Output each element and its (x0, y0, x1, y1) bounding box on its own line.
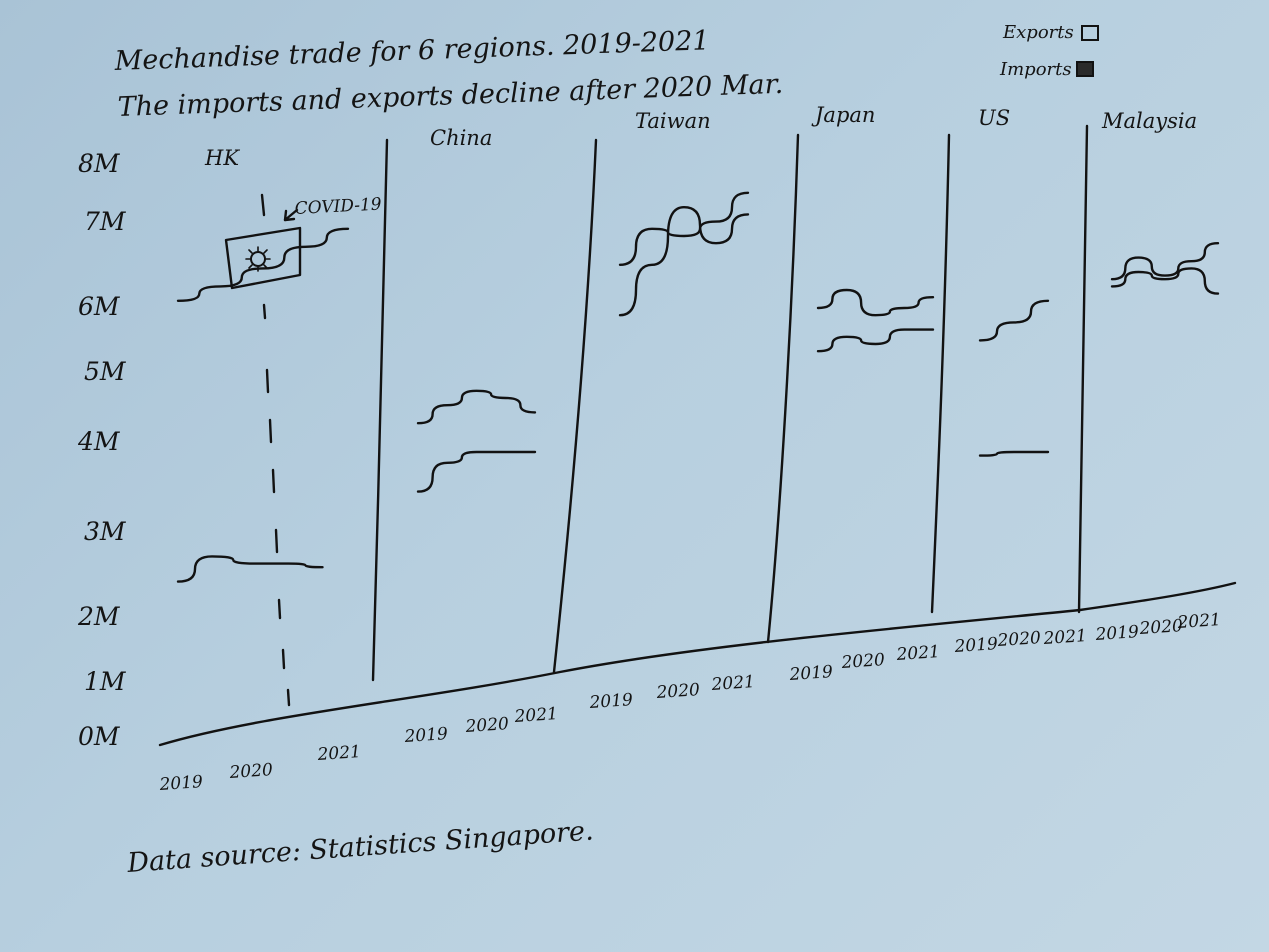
series-line-china-2 (416, 450, 537, 493)
region-label-us: US (978, 106, 1010, 130)
year-label: 2019 (953, 634, 999, 657)
year-label: 2020 (655, 680, 701, 703)
covid-annotation: COVID-19 (224, 193, 382, 707)
y-tick-label: 5M (84, 357, 127, 386)
series-line-china-1 (416, 389, 537, 425)
region-label-hk: HK (204, 146, 240, 170)
y-axis-tick-labels: 0M 1M 2M 3M 4M 5M 6M 7M 8M (77, 149, 127, 751)
panel-divider-1 (371, 138, 389, 682)
panel-divider-5 (1077, 124, 1089, 614)
series-line-us-1 (978, 299, 1050, 342)
panel-divider-3 (766, 133, 800, 644)
year-label: 2020 (1138, 616, 1184, 639)
series-line-hk-1 (176, 227, 350, 302)
virus-box (224, 226, 302, 290)
virus-icon (245, 246, 271, 272)
year-label: 2021 (710, 672, 756, 695)
chart-title: Mechandise trade for 6 regions. 2019-202… (113, 25, 710, 77)
legend: Exports Imports (999, 22, 1099, 80)
panel-divider-2 (552, 138, 598, 674)
year-label: 2021 (1042, 626, 1088, 649)
series-lines (176, 191, 1220, 583)
series-line-us-2 (978, 450, 1050, 457)
y-tick-label: 4M (77, 427, 121, 456)
year-label: 2019 (403, 724, 449, 747)
region-label-china: China (430, 126, 492, 150)
legend-imports-label: Imports (999, 59, 1072, 80)
legend-imports-swatch (1076, 61, 1094, 77)
annotation-arrow (283, 208, 299, 222)
y-tick-label: 3M (84, 517, 127, 546)
year-label: 2020 (840, 650, 886, 673)
region-label-taiwan: Taiwan (635, 109, 711, 133)
annotation-tick-top (260, 193, 266, 217)
y-tick-label: 0M (78, 722, 121, 751)
annotation-label: COVID-19 (294, 194, 382, 219)
region-labels: HK China Taiwan Japan US Malaysia (204, 103, 1197, 170)
year-label: 2021 (513, 704, 559, 727)
year-label: 2019 (1094, 622, 1140, 645)
covid-dashed-marker (262, 303, 291, 707)
region-label-japan: Japan (811, 103, 875, 127)
series-line-malaysia-1 (1110, 267, 1220, 295)
year-label: 2019 (158, 772, 204, 795)
region-label-malaysia: Malaysia (1101, 109, 1197, 133)
annotation-arrowhead (283, 209, 296, 222)
year-label: 2021 (316, 742, 362, 765)
y-tick-label: 7M (84, 207, 127, 236)
y-tick-label: 8M (78, 149, 121, 178)
year-label: 2019 (788, 662, 834, 685)
year-label: 2020 (228, 760, 274, 783)
year-label: 2020 (464, 714, 510, 737)
legend-exports-label: Exports (1002, 22, 1074, 43)
y-tick-label: 6M (78, 292, 121, 321)
series-line-hk-2 (176, 555, 324, 583)
panel-divider-4 (930, 133, 951, 614)
y-tick-label: 2M (77, 602, 121, 631)
year-label: 2020 (996, 628, 1042, 651)
series-line-malaysia-2 (1110, 242, 1220, 281)
series-line-taiwan-1 (618, 206, 750, 317)
legend-exports-swatch (1081, 25, 1099, 41)
y-tick-label: 1M (84, 667, 127, 696)
series-line-japan-1 (816, 288, 935, 317)
series-line-taiwan-2 (618, 191, 750, 266)
x-axis-baseline (158, 581, 1237, 747)
year-label: 2021 (1176, 610, 1222, 633)
data-source-note: Data source: Statistics Singapore. (125, 815, 594, 879)
year-label: 2019 (588, 690, 634, 713)
year-label: 2021 (895, 642, 941, 665)
series-line-japan-2 (816, 328, 935, 353)
